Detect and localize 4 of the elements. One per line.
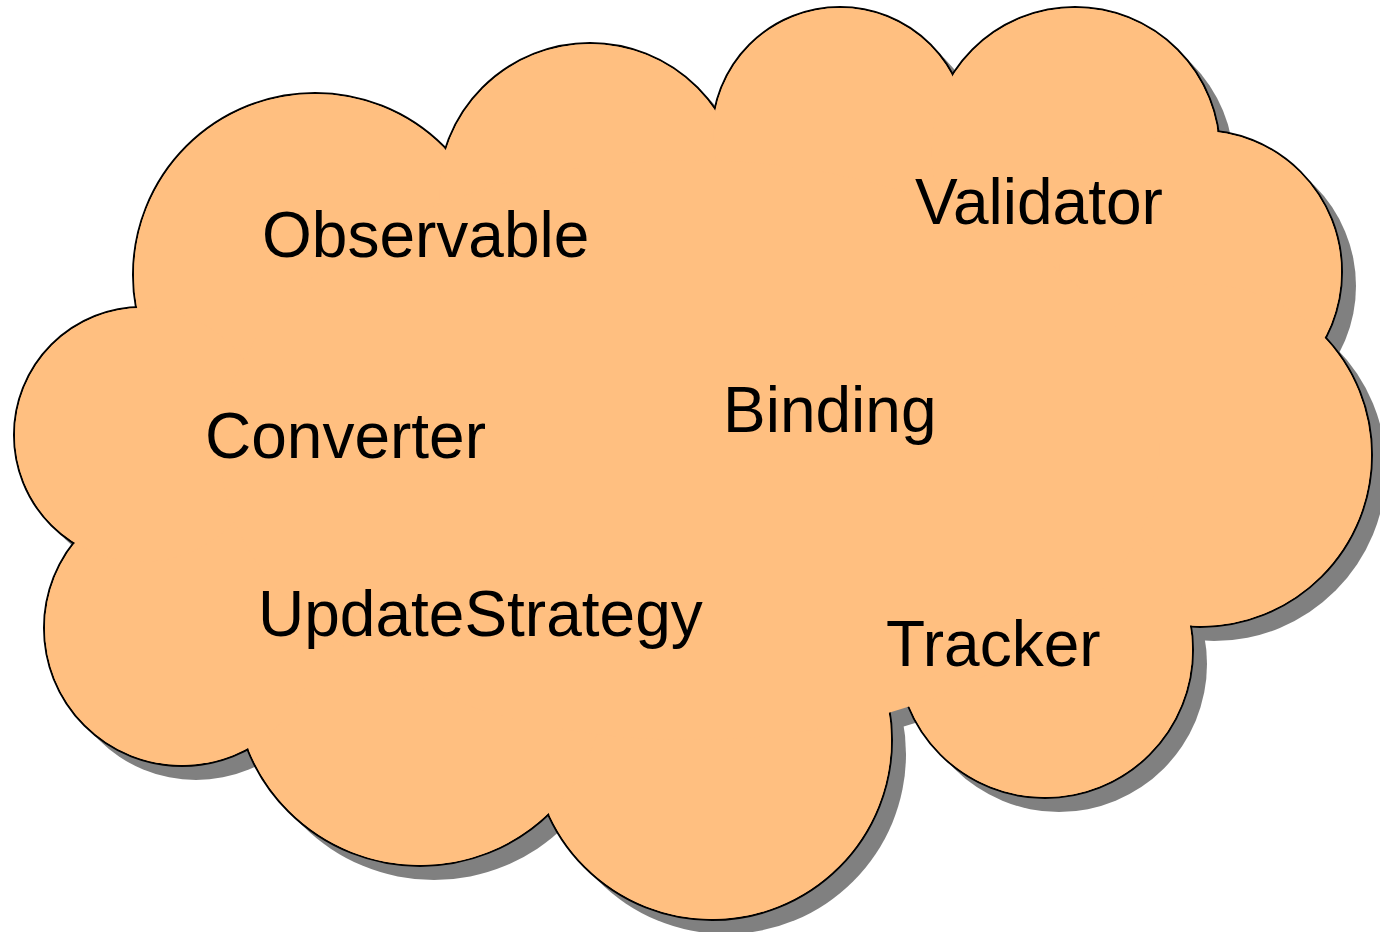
concept-label: Tracker	[886, 612, 1101, 676]
concept-label: Observable	[262, 203, 590, 267]
concept-label: Validator	[915, 170, 1163, 234]
concept-label: Converter	[205, 404, 486, 468]
